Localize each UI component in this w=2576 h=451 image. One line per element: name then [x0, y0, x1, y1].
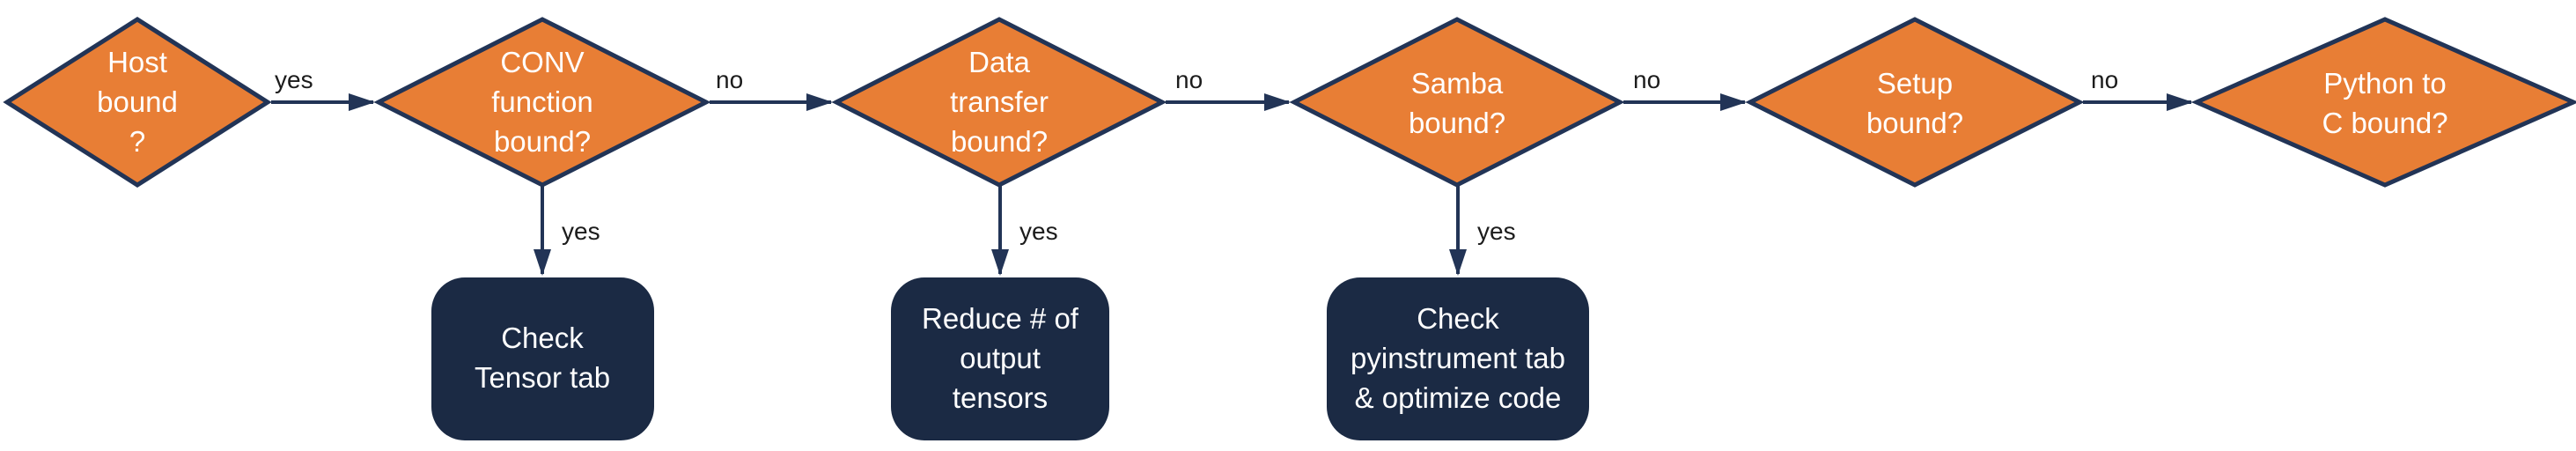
decision-data-transfer-bound-line: bound?: [951, 125, 1048, 158]
decision-setup-bound: Setup bound?: [1745, 17, 2085, 188]
decision-samba-bound-line: bound?: [1409, 107, 1505, 139]
decision-samba-bound-shape: [1289, 17, 1625, 188]
action-reduce-output-tensors: Reduce # of output tensors: [891, 277, 1109, 440]
decision-host-bound-line: Host: [107, 46, 167, 78]
decision-setup-bound-line: bound?: [1866, 107, 1963, 139]
decision-samba-bound: Samba bound?: [1289, 17, 1625, 188]
decision-conv-function-bound-shape: [373, 17, 711, 188]
decision-setup-bound-line: Setup: [1877, 67, 1953, 100]
action-check-pyinstrument: Check pyinstrument tab & optimize code: [1327, 277, 1589, 440]
edge-label-yes: yes: [1019, 218, 1058, 245]
action-check-pyinstrument-line: pyinstrument tab: [1351, 342, 1565, 374]
decision-conv-function-bound-line: CONV: [500, 46, 584, 78]
action-check-tensor-tab-shape: [431, 277, 654, 440]
decision-data-transfer-bound: Data transfer bound?: [831, 17, 1167, 188]
decision-data-transfer-bound-line: Data: [968, 46, 1030, 78]
decision-conv-function-bound: CONV function bound?: [373, 17, 711, 188]
action-reduce-output-tensors-line: Reduce # of: [922, 302, 1079, 335]
edge-label-no: no: [1633, 66, 1660, 93]
edge-label-yes: yes: [1477, 218, 1516, 245]
decision-conv-function-bound-line: bound?: [494, 125, 591, 158]
decision-python-to-c-bound: Python to C bound?: [2190, 17, 2576, 188]
decision-conv-function-bound-line: function: [491, 85, 593, 118]
edge-label-no: no: [716, 66, 743, 93]
action-check-pyinstrument-line: Check: [1417, 302, 1499, 335]
edge-label-yes: yes: [562, 218, 600, 245]
decision-host-bound-line: bound: [97, 85, 178, 118]
action-check-tensor-tab-line: Tensor tab: [475, 361, 610, 394]
decision-host-bound: Host bound ?: [3, 17, 272, 188]
action-reduce-output-tensors-line: output: [960, 342, 1041, 374]
action-check-pyinstrument-shape: [1327, 277, 1589, 440]
decision-python-to-c-bound-line: Python to: [2323, 67, 2446, 100]
decision-data-transfer-bound-line: transfer: [950, 85, 1049, 118]
edge-label-yes: yes: [275, 66, 313, 93]
edge-label-no: no: [2091, 66, 2118, 93]
action-reduce-output-tensors-line: tensors: [953, 381, 1048, 414]
action-check-tensor-tab: Check Tensor tab: [431, 277, 654, 440]
decision-host-bound-shape: [3, 17, 272, 188]
decision-setup-bound-shape: [1745, 17, 2085, 188]
action-reduce-output-tensors-shape: [891, 277, 1109, 440]
action-check-tensor-tab-line: Check: [501, 322, 584, 354]
edge-label-no: no: [1175, 66, 1203, 93]
decision-python-to-c-bound-shape: [2190, 17, 2576, 188]
action-check-pyinstrument-line: & optimize code: [1355, 381, 1562, 414]
decision-samba-bound-line: Samba: [1411, 67, 1504, 100]
decision-host-bound-line: ?: [129, 125, 145, 158]
decision-python-to-c-bound-line: C bound?: [2322, 107, 2447, 139]
decision-data-transfer-bound-shape: [831, 17, 1167, 188]
